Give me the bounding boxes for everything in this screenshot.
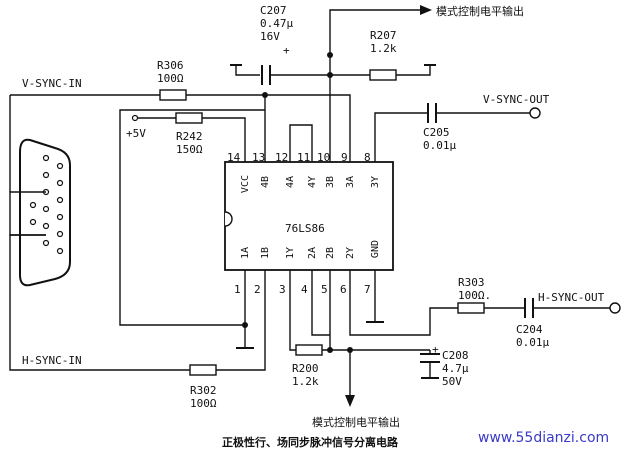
pin-name: 4Y xyxy=(307,176,318,189)
c207-polarity: + xyxy=(283,44,290,57)
mode-output-bottom-label: 模式控制电平输出 xyxy=(312,416,400,429)
c205-label: C205 0.01μ xyxy=(423,126,457,152)
pin-name: 2A xyxy=(307,247,318,260)
h-sync-in-label: H-SYNC-IN xyxy=(22,354,82,367)
pin-name: 1Y xyxy=(285,247,296,260)
r207-label: R207 1.2k xyxy=(370,29,397,55)
pin-name: 2Y xyxy=(345,247,356,260)
r306-label: R306 100Ω xyxy=(157,59,184,85)
pin-number: 2 xyxy=(254,283,261,296)
mode-output-top-label: 模式控制电平输出 xyxy=(436,5,524,18)
pin-number: 1 xyxy=(234,283,241,296)
r200-label: R200 1.2k xyxy=(292,362,319,388)
vga-connector xyxy=(9,95,71,287)
pin-name: 3Y xyxy=(370,176,381,189)
pin-name: 3B xyxy=(325,176,336,189)
ic-76ls86-body xyxy=(224,161,394,271)
h-sync-out-label: H-SYNC-OUT xyxy=(538,291,605,304)
v-sync-out-label: V-SYNC-OUT xyxy=(483,93,550,106)
figure-caption: 正极性行、场同步脉冲信号分离电路 xyxy=(222,436,398,449)
pin-number: 10 xyxy=(317,151,331,164)
watermark: www.55dianzi.com xyxy=(478,430,610,446)
r242-label: R242 150Ω xyxy=(176,130,203,156)
pin-name: 3A xyxy=(345,176,356,189)
r303-label: R303 100Ω. xyxy=(458,276,492,302)
pin-number: 4 xyxy=(301,283,308,296)
ic-name: 76LS86 xyxy=(285,222,325,235)
c207-label: C207 0.47μ 16V xyxy=(260,4,294,43)
pin-number: 3 xyxy=(279,283,286,296)
r302-label: R302 100Ω xyxy=(190,384,217,410)
v-sync-in-label: V-SYNC-IN xyxy=(22,77,82,90)
c208-label: C208 4.7μ 50V xyxy=(442,349,469,388)
vcc-label: +5V xyxy=(126,127,146,140)
pin-number: 9 xyxy=(341,151,348,164)
pin-number: 11 xyxy=(297,151,311,164)
pin-number: 5 xyxy=(321,283,328,296)
pin-name: 2B xyxy=(325,247,336,260)
pin-name: 4B xyxy=(260,176,271,189)
c204-label: C204 0.01μ xyxy=(516,323,550,349)
pin-number: 7 xyxy=(364,283,371,296)
pin-name: 1B xyxy=(260,247,271,260)
pin-number: 13 xyxy=(252,151,266,164)
pin-name: 1A xyxy=(240,247,251,260)
pin-number: 14 xyxy=(227,151,241,164)
pin-name: 4A xyxy=(285,176,296,189)
pin-number: 12 xyxy=(275,151,289,164)
pin-name: VCC xyxy=(240,175,251,194)
c208-polarity: + xyxy=(432,343,439,356)
pin-number: 8 xyxy=(364,151,371,164)
pin-name: GND xyxy=(370,240,381,259)
pin-number: 6 xyxy=(340,283,347,296)
